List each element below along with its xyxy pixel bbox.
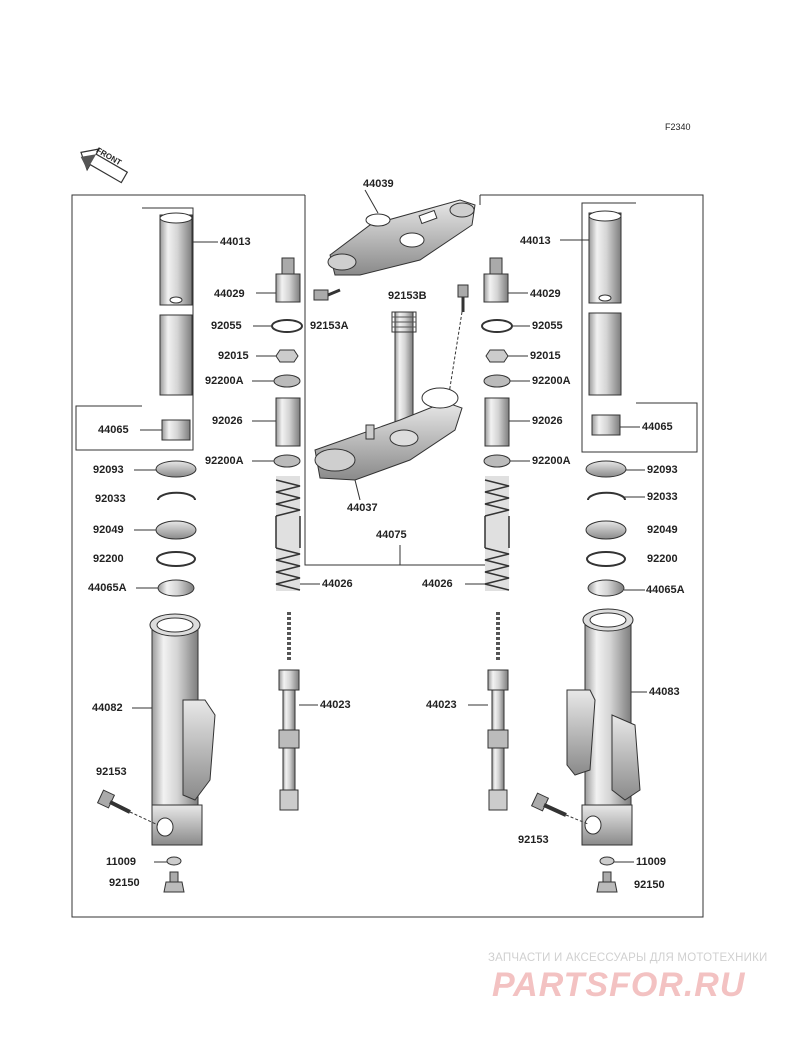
top-bracket-44039	[327, 199, 476, 276]
circlip-left	[157, 491, 196, 501]
cap-bolt-left	[275, 257, 301, 303]
spacer-right	[484, 397, 510, 447]
label-44026-right: 44026	[422, 578, 453, 590]
label-92200a-lower-right: 92200A	[532, 455, 571, 467]
label-92026-right: 92026	[532, 415, 563, 427]
label-44065-right: 44065	[642, 421, 673, 433]
washer-lower-left	[273, 454, 301, 468]
oring-left	[271, 319, 303, 333]
spacer-left	[275, 397, 301, 447]
assembly-frame	[71, 194, 704, 918]
cylinder-left	[278, 612, 300, 811]
label-92200a-upper-left: 92200A	[205, 375, 244, 387]
left-tube-box	[75, 207, 194, 451]
label-44082: 44082	[92, 702, 123, 714]
label-92026-left: 92026	[212, 415, 243, 427]
seal-washer-right	[586, 551, 626, 567]
right-tube-box	[581, 202, 698, 453]
washer-lower-right	[483, 454, 511, 468]
label-92055-right: 92055	[532, 320, 563, 332]
label-11009-left: 11009	[106, 856, 136, 868]
outer-tube-right	[566, 608, 641, 846]
nut-left	[275, 349, 299, 363]
label-92153b: 92153B	[388, 290, 427, 302]
label-44013-left: 44013	[220, 236, 251, 248]
label-92200-right: 92200	[647, 553, 678, 565]
label-92153-right: 92153	[518, 834, 549, 846]
label-44023-left: 44023	[320, 699, 351, 711]
label-44065-left: 44065	[98, 424, 129, 436]
outer-tube-left	[149, 613, 216, 846]
leader-lines	[132, 189, 647, 863]
front-arrow-icon	[80, 148, 129, 184]
label-92093-right: 92093	[647, 464, 678, 476]
stem-bracket-44037	[314, 311, 463, 481]
label-92150-left: 92150	[109, 877, 140, 889]
cap-bolt-right	[483, 257, 509, 303]
label-92153-left: 92153	[96, 766, 127, 778]
label-92150-right: 92150	[634, 879, 665, 891]
seal-washer-left	[156, 551, 196, 567]
label-44065a-right: 44065A	[646, 584, 685, 596]
label-44039: 44039	[363, 178, 394, 190]
label-44026-left: 44026	[322, 578, 353, 590]
gasket-left	[166, 856, 182, 866]
axle-bolt-right	[530, 792, 589, 825]
dust-seal-left	[155, 460, 197, 478]
cylinder-right	[487, 612, 509, 811]
label-92200-left: 92200	[93, 553, 124, 565]
oil-seal-right	[585, 520, 627, 540]
washer-upper-left	[273, 374, 301, 388]
axle-bolt-left	[96, 789, 159, 826]
label-92033-left: 92033	[95, 493, 126, 505]
bolt-92153b	[447, 284, 469, 401]
label-44023-right: 44023	[426, 699, 457, 711]
spring-right	[484, 476, 510, 591]
label-92033-right: 92033	[647, 491, 678, 503]
label-44065a-left: 44065A	[88, 582, 127, 594]
label-44029-left: 44029	[214, 288, 245, 300]
bushing-lower-left	[157, 579, 195, 597]
bushing-right	[591, 414, 621, 436]
label-44013-right: 44013	[520, 235, 551, 247]
label-92055-left: 92055	[211, 320, 242, 332]
left-fork-bracket	[304, 195, 400, 566]
label-92049-right: 92049	[647, 524, 678, 536]
label-92200a-lower-left: 92200A	[205, 455, 244, 467]
label-92093-left: 92093	[93, 464, 124, 476]
diagram-code: F2340	[665, 122, 691, 132]
label-44075: 44075	[376, 529, 407, 541]
label-44037: 44037	[347, 502, 378, 514]
drain-bolt-left	[163, 871, 185, 893]
label-44029-right: 44029	[530, 288, 561, 300]
label-92200a-upper-right: 92200A	[532, 375, 571, 387]
spring-left	[275, 476, 301, 591]
oring-right	[481, 319, 513, 333]
nut-right	[485, 349, 509, 363]
washer-upper-right	[483, 374, 511, 388]
label-92015-right: 92015	[530, 350, 561, 362]
label-92153a: 92153A	[310, 320, 349, 332]
fork-tube-left	[159, 212, 193, 396]
label-11009-right: 11009	[636, 856, 666, 868]
bushing-left	[161, 419, 191, 441]
label-92049-left: 92049	[93, 524, 124, 536]
watermark-tagline: ЗАПЧАСТИ И АКСЕССУАРЫ ДЛЯ МОТОТЕХНИКИ	[488, 952, 768, 964]
gasket-right	[599, 856, 615, 866]
watermark-logo: PARTSFOR.RU	[492, 966, 746, 1004]
fork-tube-right	[588, 210, 622, 396]
drain-bolt-right	[596, 871, 618, 893]
oil-seal-left	[155, 520, 197, 540]
bolt-92153a	[313, 288, 341, 301]
bushing-lower-right	[587, 579, 625, 597]
label-92015-left: 92015	[218, 350, 249, 362]
label-44083: 44083	[649, 686, 680, 698]
circlip-right	[587, 491, 626, 501]
dust-seal-right	[585, 460, 627, 478]
